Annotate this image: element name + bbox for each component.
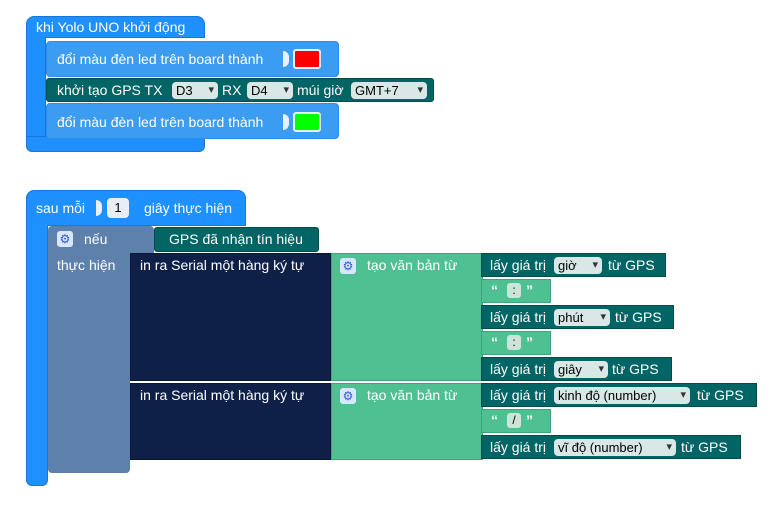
led-green-block[interactable] bbox=[46, 103, 339, 139]
get-value-label: lấy giá trị bbox=[490, 439, 547, 455]
create-text1-label: tạo văn bản từ bbox=[367, 257, 458, 273]
led-red-label: đổi màu đèn led trên board thành bbox=[57, 51, 264, 67]
led-green-swatch[interactable] bbox=[293, 112, 321, 132]
loop-body-container bbox=[26, 225, 48, 471]
print-block-1[interactable] bbox=[130, 253, 331, 381]
then-label: thực hiện bbox=[57, 257, 116, 273]
close-quote: ” bbox=[526, 334, 533, 350]
loop-hat-block[interactable] bbox=[26, 190, 246, 226]
if-footer bbox=[48, 459, 130, 473]
if-label: nếu bbox=[84, 231, 108, 247]
gps-rx-dropdown[interactable]: D4 bbox=[247, 82, 293, 99]
loop-footer bbox=[26, 470, 48, 486]
get-value-label: lấy giá trị bbox=[490, 309, 547, 325]
from-gps-label: từ GPS bbox=[612, 361, 659, 377]
field-dropdown-second[interactable]: giây bbox=[554, 361, 608, 378]
get-value-label: lấy giá trị bbox=[490, 387, 547, 403]
startup-body-container bbox=[26, 37, 46, 137]
print2-label: in ra Serial một hàng ký tự bbox=[140, 387, 305, 403]
create-text-block-2[interactable] bbox=[331, 383, 483, 460]
every-suffix-label: giây thực hiện bbox=[144, 200, 232, 216]
gps-rx-label: RX bbox=[222, 82, 242, 98]
color-socket bbox=[283, 51, 289, 67]
create-text2-label: tạo văn bản từ bbox=[367, 387, 458, 403]
gear-icon[interactable]: ⚙ bbox=[340, 258, 356, 274]
field-dropdown-latitude[interactable]: vĩ độ (number) bbox=[554, 439, 676, 456]
sep1-input[interactable]: : bbox=[507, 283, 521, 298]
get-value-label: lấy giá trị bbox=[490, 257, 547, 273]
field-dropdown-longitude[interactable]: kinh độ (number) bbox=[554, 387, 690, 404]
gps-tz-label: múi giờ bbox=[297, 82, 344, 98]
led-red-block[interactable] bbox=[46, 41, 339, 77]
interval-input[interactable]: 1 bbox=[107, 198, 129, 218]
create-text-block-1[interactable] bbox=[331, 253, 483, 381]
condition-label: GPS đã nhận tín hiệu bbox=[169, 231, 303, 247]
startup-hat-label: khi Yolo UNO khởi động bbox=[36, 19, 186, 35]
close-quote: ” bbox=[526, 412, 533, 428]
field-dropdown-hour[interactable]: giờ bbox=[554, 257, 602, 274]
led-green-label: đổi màu đèn led trên board thành bbox=[57, 114, 264, 130]
startup-hat-block[interactable] bbox=[26, 16, 205, 38]
gps-tz-dropdown[interactable]: GMT+7 bbox=[351, 82, 427, 99]
gps-init-label: khởi tạo GPS TX bbox=[57, 82, 163, 98]
number-socket bbox=[96, 200, 102, 216]
print1-label: in ra Serial một hàng ký tự bbox=[140, 257, 305, 273]
field-dropdown-minute[interactable]: phút bbox=[554, 309, 610, 326]
gear-icon[interactable]: ⚙ bbox=[340, 388, 356, 404]
sep2-input[interactable]: : bbox=[507, 335, 521, 350]
open-quote: “ bbox=[491, 412, 498, 428]
print-block-2[interactable] bbox=[130, 383, 331, 460]
open-quote: “ bbox=[491, 282, 498, 298]
if-side bbox=[48, 255, 130, 460]
close-quote: ” bbox=[526, 282, 533, 298]
get-value-label: lấy giá trị bbox=[490, 361, 547, 377]
condition-block[interactable] bbox=[154, 227, 319, 252]
from-gps-label: từ GPS bbox=[681, 439, 728, 455]
led-red-swatch[interactable] bbox=[293, 49, 321, 69]
open-quote: “ bbox=[491, 334, 498, 350]
from-gps-label: từ GPS bbox=[608, 257, 655, 273]
from-gps-label: từ GPS bbox=[615, 309, 662, 325]
color-socket bbox=[283, 114, 289, 130]
every-label: sau mỗi bbox=[36, 200, 86, 216]
gps-tx-dropdown[interactable]: D3 bbox=[172, 82, 218, 99]
from-gps-label: từ GPS bbox=[697, 387, 744, 403]
sep3-input[interactable]: / bbox=[507, 413, 521, 428]
gear-icon[interactable]: ⚙ bbox=[57, 231, 73, 247]
